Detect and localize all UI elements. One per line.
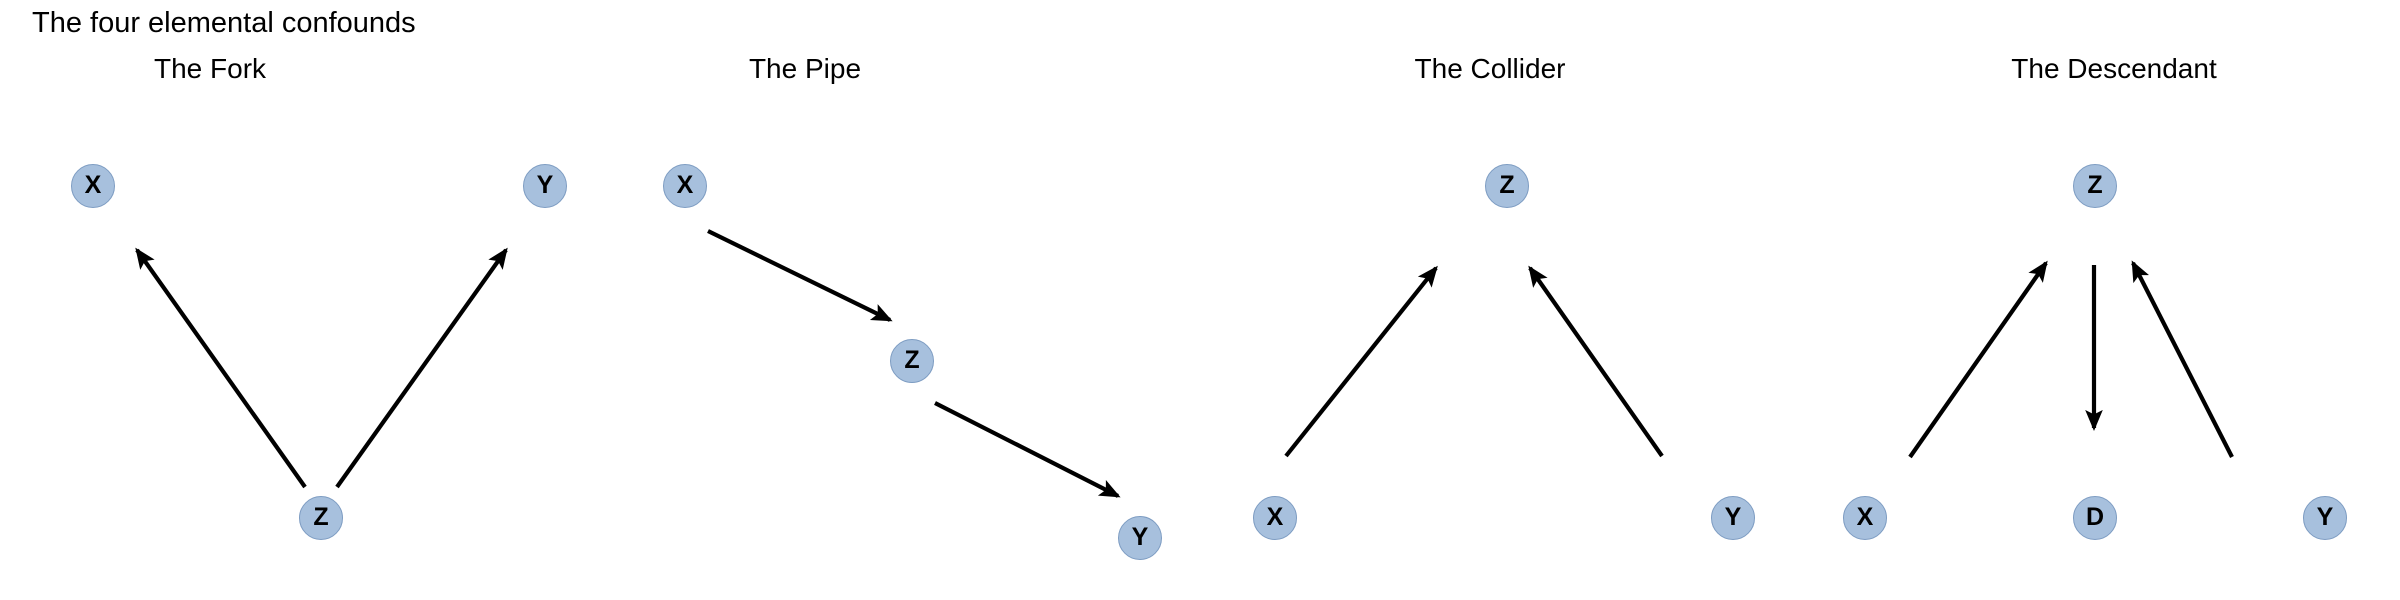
edges-the-pipe <box>707 229 1121 498</box>
node-y[interactable]: Y <box>523 164 567 208</box>
figure-title: The four elemental confounds <box>32 7 416 39</box>
node-z[interactable]: Z <box>890 339 934 383</box>
panel-the-fork: The Fork X Y Z <box>0 0 600 600</box>
node-z-label: Z <box>313 502 329 531</box>
node-d[interactable]: D <box>2073 496 2117 540</box>
node-d-label: D <box>2085 502 2105 531</box>
node-z-label: Z <box>2087 170 2103 199</box>
node-z-label: Z <box>1499 170 1515 199</box>
panel-the-collider: The Collider Z X Y <box>1200 0 1800 600</box>
node-y-label: Y <box>536 170 554 199</box>
panel-title-the-collider: The Collider <box>1414 53 1566 84</box>
node-x[interactable]: X <box>663 164 707 208</box>
edge-x-to-z <box>707 229 893 322</box>
panel-title-the-pipe: The Pipe <box>748 53 862 84</box>
panel-title-the-descendant: The Descendant <box>2011 53 2217 84</box>
edge-x-to-z <box>1284 265 1438 458</box>
node-x[interactable]: X <box>1843 496 1887 540</box>
edge-y-to-z <box>2131 260 2234 458</box>
node-x-label: X <box>1856 502 1874 531</box>
edge-z-to-y <box>335 247 508 489</box>
edge-z-to-x <box>135 247 307 489</box>
node-y-label: Y <box>2316 502 2334 531</box>
node-z[interactable]: Z <box>299 496 343 540</box>
node-x[interactable]: X <box>1253 496 1297 540</box>
node-y-label: Y <box>1724 502 1742 531</box>
node-y[interactable]: Y <box>2303 496 2347 540</box>
panel-title-the-fork: The Fork <box>153 53 267 84</box>
node-y[interactable]: Y <box>1118 516 1162 560</box>
edge-z-to-y <box>934 401 1121 498</box>
edge-x-to-z <box>1908 260 2048 459</box>
node-z[interactable]: Z <box>2073 164 2117 208</box>
node-z[interactable]: Z <box>1485 164 1529 208</box>
node-x-label: X <box>1266 502 1284 531</box>
panel-the-descendant: The Descendant Z X D Y <box>1800 0 2400 600</box>
node-x-label: X <box>84 170 102 199</box>
node-x[interactable]: X <box>71 164 115 208</box>
node-x-label: X <box>676 170 694 199</box>
node-y[interactable]: Y <box>1711 496 1755 540</box>
panel-the-pipe: The Pipe X Z Y <box>600 0 1200 600</box>
node-z-label: Z <box>904 345 920 374</box>
edge-y-to-z <box>1528 265 1664 458</box>
node-y-label: Y <box>1131 522 1149 551</box>
